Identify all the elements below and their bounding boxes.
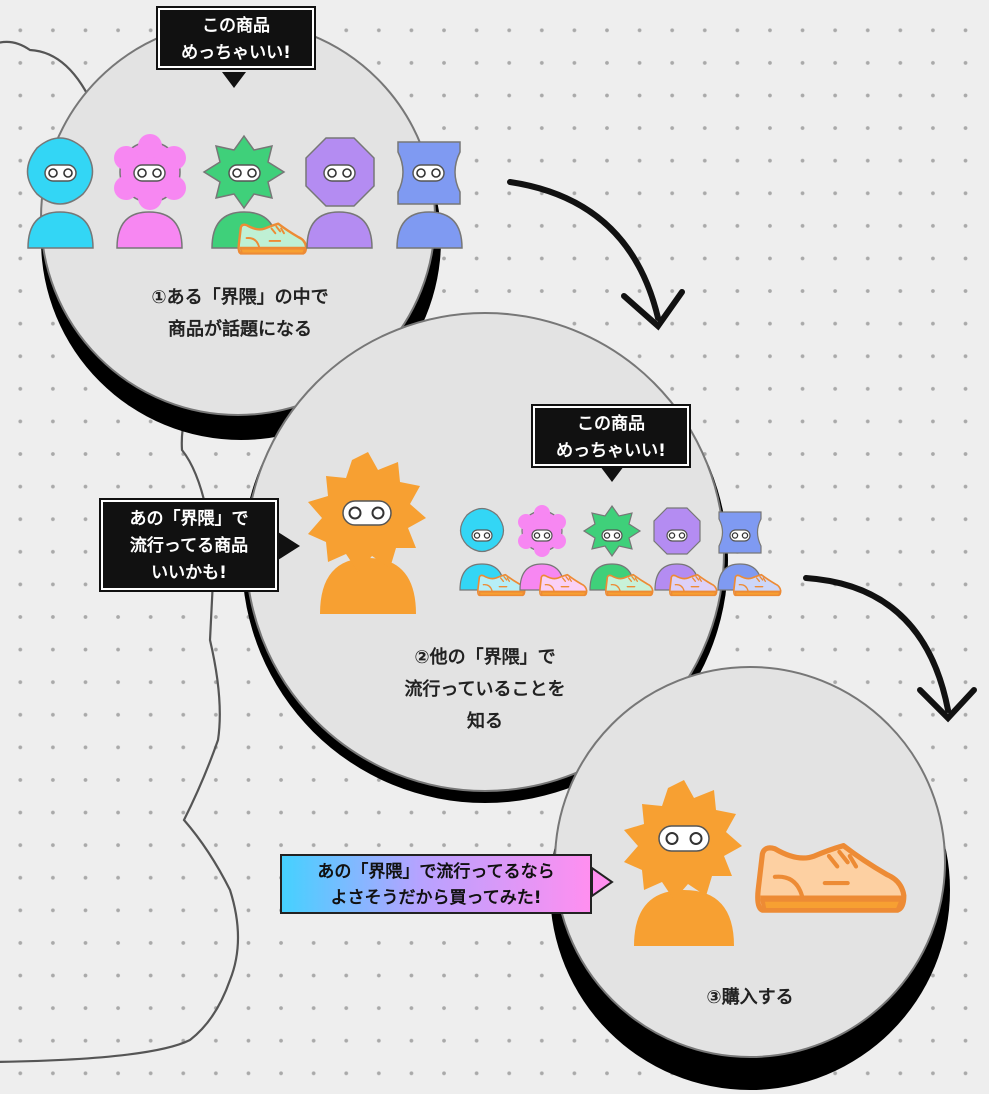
step3-bubble-tail (591, 866, 614, 898)
step2-thought-line-1: あの「界隈」で (129, 509, 249, 529)
step2-sneaker-blue-icon (732, 573, 782, 597)
step3-orange-person (624, 780, 742, 946)
step2-speech-bubble: この商品 めっちゃいい! (531, 404, 691, 468)
step1-person-blue (396, 141, 463, 249)
step3-speech-bubble: あの「界隈」で流行ってるなら よさそうだから買ってみた! (280, 854, 592, 914)
step1-person-pink (114, 134, 186, 249)
step2-caption-line-3: 知る (467, 711, 503, 732)
step2-thought-line-3: いいかも! (151, 563, 227, 583)
step1-caption-line-2: 商品が話題になる (168, 319, 312, 340)
arrow-1-icon (507, 179, 685, 331)
step2-bubble-line-1: この商品 (577, 414, 645, 434)
step2-left-bubble-tail (278, 532, 300, 560)
step1-caption: ①ある「界隈」の中で 商品が話題になる (100, 282, 380, 346)
step2-thought-line-2: 流行ってる商品 (129, 536, 249, 556)
step2-bubble-tail (600, 466, 624, 482)
arrow-2-icon (803, 575, 977, 723)
step3-caption-line-1: ③購入する (706, 987, 794, 1008)
step1-bubble-line-1: この商品 (202, 16, 270, 36)
step3-bubble-line-2: よさそうだから買ってみた! (330, 888, 542, 908)
step1-bubble-tail (222, 72, 246, 88)
step3-bubble-line-1: あの「界隈」で流行ってるなら (317, 862, 555, 882)
step1-person-cyan (26, 137, 94, 249)
step1-caption-line-1: ①ある「界隈」の中で (151, 287, 329, 308)
step3-caption: ③購入する (640, 982, 860, 1014)
step2-thought-bubble: あの「界隈」で 流行ってる商品 いいかも! (99, 498, 279, 592)
step2-bubble-line-2: めっちゃいい! (556, 441, 666, 461)
step2-caption-line-2: 流行っていることを (404, 679, 566, 700)
step1-bubble-line-2: めっちゃいい! (181, 43, 291, 63)
step1-speech-bubble: この商品 めっちゃいい! (156, 6, 316, 70)
step2-orange-person (308, 452, 426, 614)
step2-caption-line-1: ②他の「界隈」で (414, 647, 556, 668)
step2-caption: ②他の「界隈」で 流行っていることを 知る (345, 642, 625, 738)
step1-person-purple (305, 137, 375, 249)
